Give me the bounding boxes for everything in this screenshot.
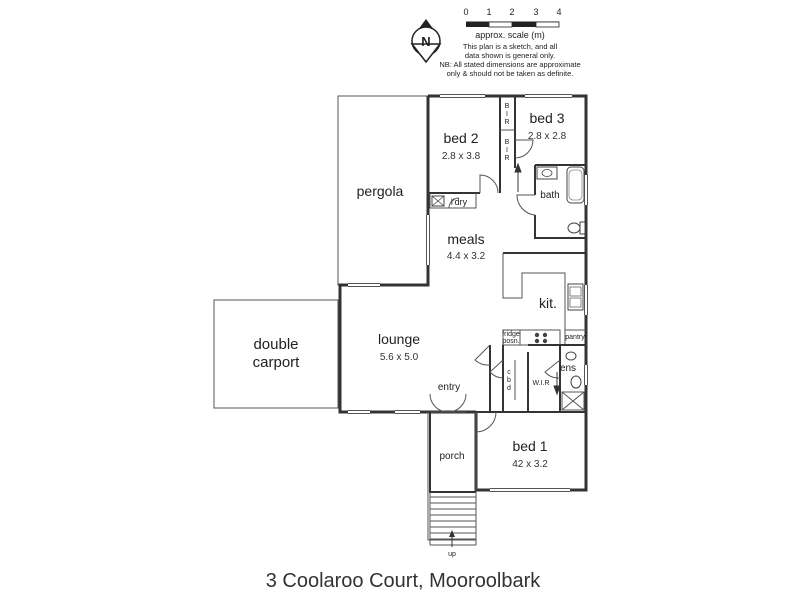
- carport-outline: [213, 299, 339, 409]
- room-entry-label: entry: [438, 382, 460, 393]
- room-wir-label: W.I.R: [532, 380, 549, 387]
- room-bed1-label: bed 1: [512, 438, 547, 454]
- room-lounge-dims: 5.6 x 5.0: [380, 352, 419, 363]
- doors: [429, 139, 561, 433]
- ensuite-toilet-icon: [570, 375, 582, 389]
- carport-label-line-2: carport: [253, 354, 301, 371]
- bir-a-letter-3: R: [504, 119, 509, 126]
- cbd-letter-2: b: [507, 377, 511, 384]
- sink-icon: [567, 283, 584, 311]
- bir-a-letter-1: B: [505, 103, 510, 110]
- disclaimer-line-3: NB: All stated dimensions are approximat…: [439, 60, 580, 69]
- bir-a-letter-2: I: [506, 111, 508, 118]
- cbd-letter-3: d: [507, 385, 511, 392]
- ensuite-basin-icon: [565, 351, 577, 361]
- room-lounge-label: lounge: [378, 331, 420, 347]
- page-title: 3 Coolaroo Court, Mooroolbark: [266, 570, 542, 592]
- toilet-icon: [567, 221, 586, 235]
- room-laundry-label: l'dry: [451, 197, 468, 207]
- up-arrow-icon: [449, 530, 455, 547]
- disclaimer-line-4: only & should not be taken as definite.: [447, 69, 574, 78]
- arrow-icon: [514, 162, 561, 396]
- room-pantry-label: pantry: [565, 334, 585, 341]
- room-bed1-dims: 42 x 3.2: [512, 459, 548, 470]
- scale-bar: [466, 21, 560, 28]
- interior-walls: [428, 96, 586, 413]
- room-pergola-label: pergola: [357, 183, 404, 199]
- windows: [348, 94, 588, 492]
- bathtub-icon: [566, 166, 585, 204]
- room-porch-label: porch: [439, 451, 464, 462]
- entry-steps: [429, 492, 477, 546]
- scale-tick-0: 0: [463, 7, 468, 17]
- steps-up-label: up: [448, 551, 456, 558]
- cbd-letter-1: c: [507, 369, 511, 376]
- disclaimer-line-2: data shown is general only.: [465, 51, 555, 60]
- room-bath-label: bath: [540, 190, 559, 201]
- scale-tick-2: 2: [509, 7, 514, 17]
- room-bed3-label: bed 3: [529, 110, 564, 126]
- fridge-label-line-2: posn.: [502, 338, 519, 345]
- laundry-trough-icon: [431, 195, 445, 207]
- room-kitchen-label: kit.: [539, 295, 557, 311]
- scale-tick-1: 1: [486, 7, 491, 17]
- scale-label: approx. scale (m): [475, 30, 545, 40]
- room-bed3-dims: 2.8 x 2.8: [528, 131, 567, 142]
- bir-b-letter-1: B: [505, 139, 510, 146]
- room-bed2-label: bed 2: [443, 130, 478, 146]
- bir-b-letter-2: I: [506, 147, 508, 154]
- scale-tick-3: 3: [533, 7, 538, 17]
- north-label: N: [421, 34, 430, 49]
- fridge-label-line-1: fridge: [502, 331, 520, 338]
- carport-label-line-1: double: [253, 336, 298, 353]
- north-arrow-icon: [410, 19, 442, 64]
- room-bed2-dims: 2.8 x 3.8: [442, 151, 481, 162]
- room-ensuite-label: ens: [560, 363, 576, 374]
- room-meals-dims: 4.4 x 3.2: [447, 251, 486, 262]
- room-meals-label: meals: [447, 231, 484, 247]
- cooktop-icon: [534, 332, 548, 344]
- vanity-icon: [536, 166, 558, 180]
- bir-b-letter-3: R: [504, 155, 509, 162]
- scale-tick-4: 4: [556, 7, 561, 17]
- disclaimer-line-1: This plan is a sketch, and all: [463, 42, 558, 51]
